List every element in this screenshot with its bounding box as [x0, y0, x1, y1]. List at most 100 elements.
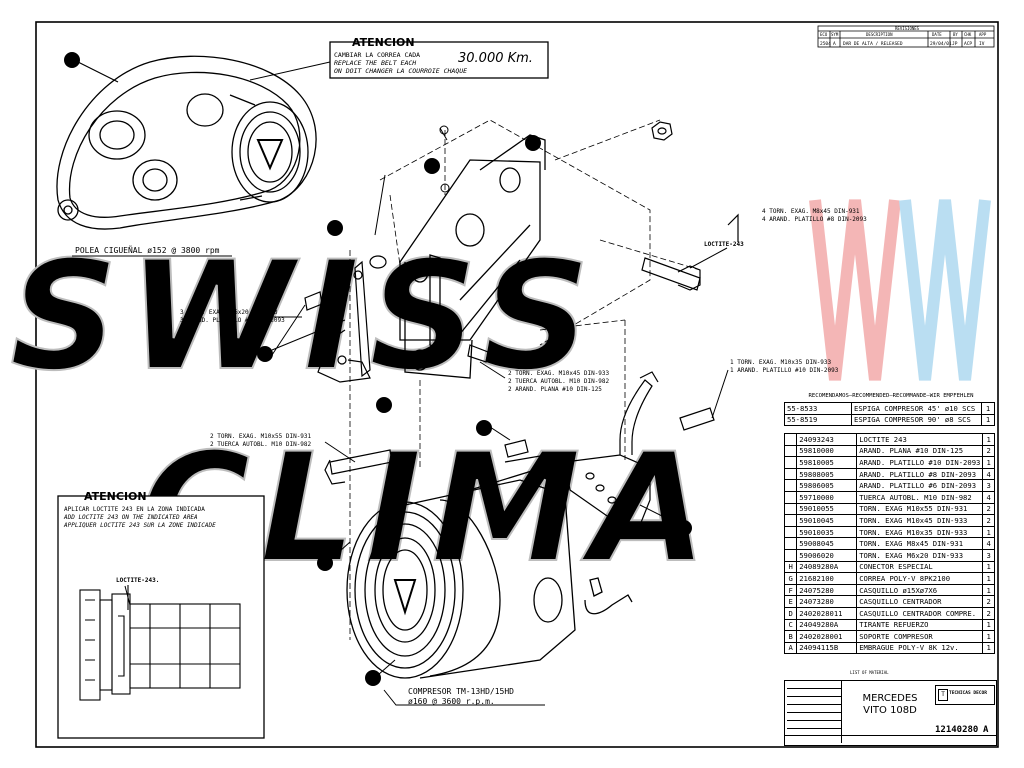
connector-drawing	[564, 371, 659, 526]
bom-key: F	[783, 583, 798, 597]
drawing-subtitle: VITO 108D	[863, 705, 917, 716]
bom-description: ARAND. PLATILLO #10 DIN-2093	[856, 456, 984, 469]
pulley-label: POLEA CIGUEÑAL ø152 @ 3800 rpm	[75, 245, 220, 255]
attention-box-bottom	[57, 495, 265, 739]
bom-quantity: 4	[982, 490, 995, 504]
rev-header-sym: SYM	[831, 32, 839, 37]
bolts-drawing	[304, 213, 739, 485]
bom-key	[783, 467, 798, 481]
note-loctite-right: LOCTITE-243	[704, 241, 744, 248]
compressor-section-drawing	[79, 585, 241, 701]
bom-description: LOCTITE 243	[856, 433, 984, 446]
recommended-desc: ESPIGA COMPRESOR 90' ø8 SCS	[851, 413, 982, 427]
rev-chk: ACP	[964, 41, 972, 47]
attention-line-3: ON DOIT CHANGER LA COURROIE CHAQUE	[334, 67, 467, 75]
bom-part-number: 59810005	[796, 456, 858, 469]
bom-key: H	[783, 560, 798, 574]
note-m10-45-line-3: 2 ARAND. PLANA #10 DIN-125	[508, 386, 602, 393]
rev-date: 29/04/01	[930, 41, 952, 47]
attention-line-1: CAMBIAR LA CORREA CADA	[334, 51, 420, 59]
revisions-title: REVISIONES	[895, 26, 920, 31]
callout-dot	[476, 420, 492, 436]
callout-dot	[365, 670, 381, 686]
note-m10-35-line-1: 1 TORN. EXAG. M10x35 DIN-933	[730, 359, 832, 366]
attention-loctite-label: LOCTITE-243.	[116, 577, 159, 584]
hex-nut-drawing	[651, 121, 673, 141]
rev-eco: 2504	[820, 41, 831, 47]
callout-dot	[525, 135, 541, 151]
recommended-qty: 1	[981, 413, 995, 427]
bom-description: CONECTOR ESPECIAL	[856, 560, 984, 574]
recommended-part: 55-8533	[784, 402, 852, 415]
bom-part-number: 21682100	[796, 572, 858, 585]
note-m10-55-line-2: 2 TUERCA AUTOBL. M10 DIN-982	[210, 441, 312, 448]
recommended-row: 55-8519 ESPIGA COMPRESOR 90' ø8 SCS 1	[784, 413, 995, 427]
callout-dot	[317, 555, 333, 571]
bom-key	[783, 548, 798, 562]
bom-key	[783, 525, 798, 539]
bom-key: D	[783, 606, 798, 620]
rev-header-chk: CHK	[964, 32, 972, 37]
title-block: MERCEDES VITO 108D T TECNICAS DECOR 1214…	[784, 680, 997, 746]
recommended-qty: 1	[981, 402, 995, 415]
bom-part-number: 2402028011	[796, 606, 858, 620]
note-m6-line-1: 3 TORN. EXAG. M6x20 DIN-933	[180, 309, 278, 316]
note-m10-45-line-2: 2 TUERCA AUTOBL. M10 DIN-982	[508, 378, 610, 385]
bom-description: TORN. EXAG M6x20 DIN-933	[856, 548, 984, 562]
bom-quantity: 2	[982, 502, 995, 516]
compressor-bracket-drawing	[399, 134, 546, 379]
watermark-line-1: SWISS	[10, 230, 600, 404]
brace-line	[374, 127, 448, 236]
recommended-desc: ESPIGA COMPRESOR 45' ø10 SCS	[851, 402, 982, 415]
bom-quantity: 1	[982, 456, 995, 469]
bom-part-number: 24049280A	[796, 618, 858, 632]
watermark-logo	[809, 199, 991, 381]
bom-description: ARAND. PLANA #10 DIN-125	[856, 444, 984, 458]
drawing-frame	[35, 21, 999, 748]
callout-dot	[257, 346, 273, 362]
attention-heading-bottom: ATENCION	[84, 490, 147, 503]
bom-quantity: 1	[982, 572, 995, 585]
rev-header-desc: DESCRIPTION	[866, 32, 893, 37]
bom-quantity: 2	[982, 514, 995, 527]
bom-quantity: 4	[982, 467, 995, 481]
title-block-left	[785, 681, 842, 743]
rev-header-app: APP	[979, 32, 987, 37]
bom-key: G	[783, 572, 798, 585]
title-block-footer	[785, 735, 996, 744]
bom-description: CASQUILLO CENTRADOR	[856, 595, 984, 608]
bom-description: CORREA POLY-V 8PK2100	[856, 572, 984, 585]
compressor-label-line-2: ø160 @ 3600 r.p.m.	[408, 697, 495, 706]
bom-description: TORN. EXAG M10x35 DIN-933	[856, 525, 984, 539]
bom-part-number: 24094115B	[796, 641, 858, 655]
bom-part-number: 59808005	[796, 467, 858, 481]
attention-heading-top: ATENCION	[352, 36, 415, 49]
bom-key	[783, 433, 798, 446]
recommended-part: 55-8519	[784, 413, 852, 427]
note-m6-line-2: 3 ARAND. PLATILLO #6 DIN-2093	[180, 317, 285, 324]
attention-bottom-line-2: ADD LOCTITE 243 ON THE INDICATED AREA	[63, 514, 198, 521]
bom-key	[783, 479, 798, 492]
rev-header-date: DATE	[932, 32, 942, 37]
note-m10-35-line-2: 1 ARAND. PLATILLO #10 DIN-2093	[730, 367, 839, 374]
bom-description: TORN. EXAG M8x45 DIN-931	[856, 537, 984, 550]
bom-quantity: 1	[982, 525, 995, 539]
leader-lines	[270, 247, 729, 706]
rev-header-by: BY	[953, 32, 958, 37]
bom-description: TIRANTE REFUERZO	[856, 618, 984, 632]
bom-description: TORN. EXAG M10x45 DIN-933	[856, 514, 984, 527]
attention-km: 30.000 Km.	[458, 51, 533, 66]
note-m8-line-2: 4 ARAND. PLATILLO #8 DIN-2093	[762, 216, 867, 223]
